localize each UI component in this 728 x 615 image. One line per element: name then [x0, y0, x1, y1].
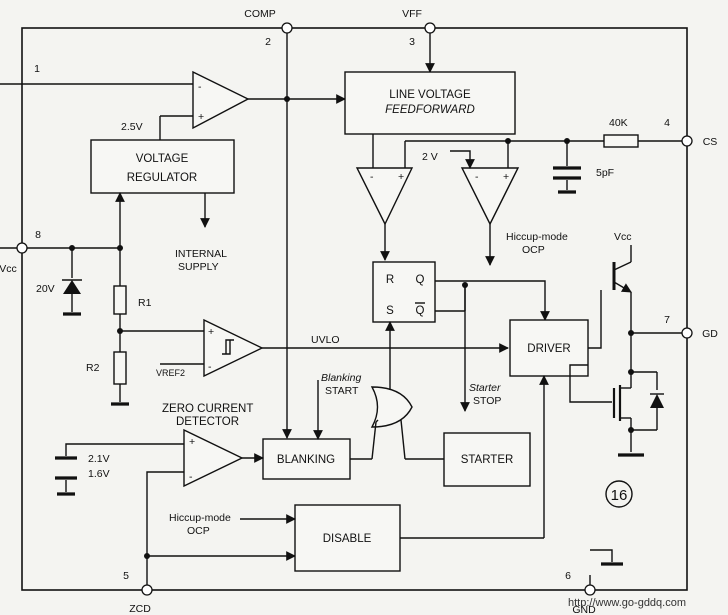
- ocp-comparator: [460, 167, 520, 226]
- zcd-v1-label: 2.1V: [88, 453, 110, 465]
- line-feedforward-block: [344, 71, 516, 135]
- hiccup-ocp-label-1: Hiccup-mode: [506, 231, 568, 243]
- or-gate: [370, 386, 413, 428]
- ff-s-label: S: [386, 305, 394, 317]
- svg-text:-: -: [475, 171, 479, 183]
- starter-label: STARTER: [461, 454, 514, 466]
- zener-diode: [63, 280, 81, 294]
- pin-comp-num: 2: [265, 36, 271, 48]
- watermark: http://www.go-gddq.com: [568, 597, 686, 609]
- zcd-v2-label: 1.6V: [88, 468, 110, 480]
- resistor-r2: [113, 351, 127, 385]
- ref-2v-label: 2 V: [422, 151, 438, 163]
- svg-text:+: +: [198, 111, 204, 123]
- uvlo-comparator: [203, 318, 264, 378]
- zcd-comparator: [183, 428, 244, 488]
- resistor-40k: [603, 134, 639, 148]
- vcc-driver-label: Vcc: [614, 231, 632, 243]
- hiccup-ocp-label-2: OCP: [522, 244, 545, 256]
- error-amplifier: [192, 70, 250, 130]
- hiccup-disable-label-1: Hiccup-mode: [169, 512, 231, 524]
- pin-vff-num: 3: [409, 36, 415, 48]
- line-feedforward-label-2: FEEDFORWARD: [385, 104, 475, 116]
- pwm-comparator: [355, 167, 414, 226]
- r2-label: R2: [86, 362, 100, 374]
- voltage-regulator-label-2: REGULATOR: [127, 172, 198, 184]
- cap-5pf-label: 5pF: [596, 167, 614, 179]
- svg-text:-: -: [370, 171, 374, 183]
- voltage-regulator-label-1: VOLTAGE: [136, 153, 189, 165]
- pin-gd-name: GD: [702, 328, 718, 340]
- internal-supply-label-2: SUPPLY: [178, 261, 219, 273]
- pin-cs-num: 4: [664, 117, 670, 129]
- zcd-title-2: DETECTOR: [176, 416, 239, 428]
- svg-text:+: +: [189, 436, 195, 448]
- pin-inv-num: 1: [34, 63, 40, 75]
- pin-vcc-terminal: [16, 242, 28, 254]
- pin-comp-name: COMP: [244, 8, 276, 20]
- pin-gd-terminal: [681, 327, 693, 339]
- ic-outline: [21, 27, 688, 591]
- blanking-block: [262, 438, 351, 480]
- pin-comp-terminal: [281, 22, 293, 34]
- pin-gnd-num: 6: [565, 570, 571, 582]
- svg-text:-: -: [189, 471, 193, 483]
- pin-gnd-terminal: [584, 584, 596, 596]
- svg-text:+: +: [503, 171, 509, 183]
- pin-vff-name: VFF: [402, 8, 422, 20]
- figure-number-badge: [605, 480, 633, 508]
- ref-2v5-label: 2.5V: [121, 121, 143, 133]
- driver-label: DRIVER: [527, 343, 570, 355]
- pin-cs-name: CS: [703, 136, 718, 148]
- starter-stop-label-1: Starter: [469, 382, 501, 394]
- pin-gnd-name: GND: [572, 604, 596, 615]
- figure-number-text: 16: [611, 487, 628, 504]
- ff-q-label: Q: [416, 274, 425, 286]
- starter-stop-label-2: STOP: [473, 395, 501, 407]
- pin-zcd-name: ZCD: [129, 603, 151, 615]
- svg-text:+: +: [398, 171, 404, 183]
- internal-supply-label-1: INTERNAL: [175, 248, 227, 260]
- ff-qbar-label: Q: [416, 305, 425, 317]
- svg-text:-: -: [208, 361, 212, 373]
- disable-label: DISABLE: [323, 533, 372, 545]
- line-feedforward-label-1: LINE VOLTAGE: [389, 89, 471, 101]
- pin-gd-num: 7: [664, 314, 670, 326]
- pin-vcc-num: 8: [35, 229, 41, 241]
- res-40k-label: 40K: [609, 117, 628, 129]
- vref2-label: VREF2: [156, 368, 185, 378]
- zener-label: 20V: [36, 283, 55, 295]
- uvlo-label: UVLO: [311, 334, 340, 346]
- sr-flipflop: [372, 261, 436, 323]
- pin-zcd-terminal: [141, 584, 153, 596]
- pin-zcd-num: 5: [123, 570, 129, 582]
- starter-block: [443, 432, 531, 487]
- r1-label: R1: [138, 297, 152, 309]
- ff-r-label: R: [386, 274, 394, 286]
- resistor-r1: [113, 285, 127, 315]
- svg-text:+: +: [208, 326, 214, 338]
- blanking-start-label-1: Blanking: [321, 372, 361, 384]
- blanking-start-label-2: START: [325, 385, 359, 397]
- zcd-title-1: ZERO CURRENT: [162, 403, 253, 415]
- voltage-regulator-block: [90, 139, 235, 194]
- pin-vff-terminal: [424, 22, 436, 34]
- pin-cs-terminal: [681, 135, 693, 147]
- body-diode: [650, 394, 664, 408]
- pin-vcc-name: Vcc: [0, 263, 17, 275]
- disable-block: [294, 504, 401, 572]
- hiccup-disable-label-2: OCP: [187, 525, 210, 537]
- svg-text:-: -: [198, 81, 202, 93]
- blanking-label: BLANKING: [277, 454, 335, 466]
